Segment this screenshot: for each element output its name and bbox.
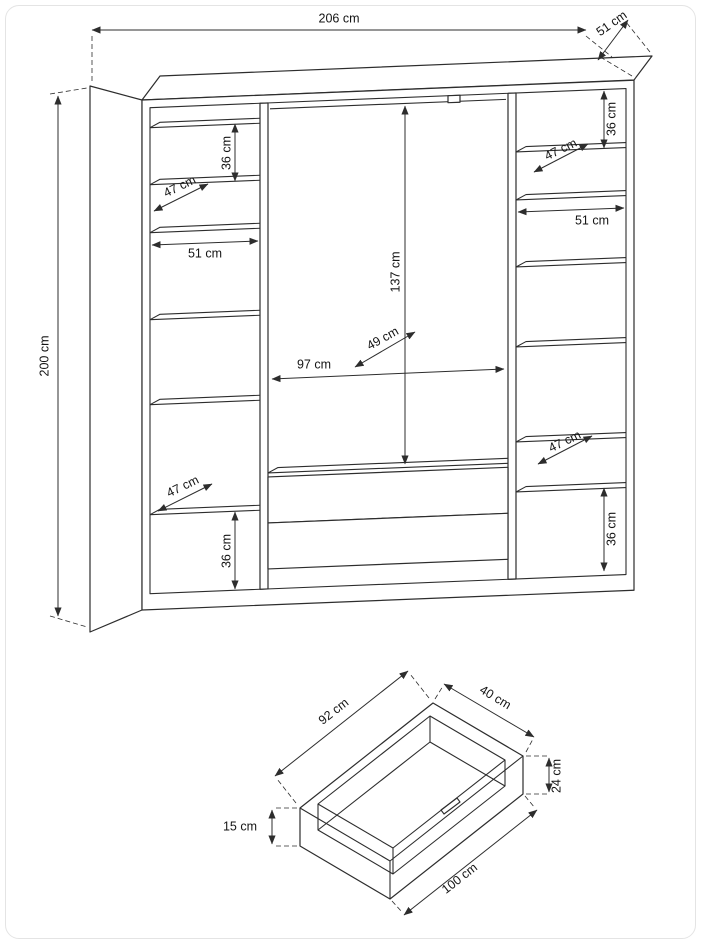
divider-left (259, 102, 269, 590)
dim-label-drawer-front-height: 15 cm (223, 819, 257, 833)
wardrobe-dimensions: 206 cm 51 cm 200 cm 36 cm 47 cm (37, 8, 651, 628)
shelf (515, 337, 626, 348)
dim-label-right-top-height: 36 cm (604, 102, 618, 136)
dim-label-overall-depth: 51 cm (594, 8, 630, 39)
dim-overall-height: 200 cm (37, 87, 88, 628)
left-shelves (149, 117, 260, 516)
shelf (267, 457, 508, 474)
wardrobe-inner-frame (149, 88, 627, 595)
shelf (515, 482, 626, 493)
wardrobe-side-face (89, 85, 143, 633)
hanging-rail (270, 98, 506, 110)
dim-left-width: 51 cm (151, 237, 259, 260)
shelf (149, 222, 260, 234)
shelf (149, 117, 260, 129)
center-section (267, 94, 509, 570)
dim-left-top-height: 36 cm (219, 123, 239, 182)
dim-label-drawer-outer-length: 100 cm (439, 860, 480, 896)
dim-label-overall-height: 200 cm (37, 336, 51, 377)
dim-right-bottom-height: 36 cm (600, 487, 618, 572)
dim-label-drawer-back-height: 24 cm (549, 759, 563, 793)
dim-label-right-width: 51 cm (575, 213, 609, 227)
dim-label-left-width: 51 cm (188, 246, 222, 260)
divider-right (507, 92, 517, 580)
shelf (515, 190, 626, 201)
dim-label-drawer-inner-length: 92 cm (316, 695, 351, 727)
shelf (149, 309, 260, 321)
dim-left-bottom-height: 36 cm (219, 511, 239, 590)
dim-center-width: 97 cm (271, 357, 505, 383)
drawer-front-lower (267, 512, 509, 570)
dim-label-overall-width: 206 cm (319, 11, 360, 25)
shelf (149, 394, 260, 406)
dim-center-height: 137 cm (388, 105, 409, 465)
dim-label-left-top-height: 36 cm (219, 136, 233, 170)
dim-label-left-bottom-height: 36 cm (219, 534, 233, 568)
drawer-figure (299, 702, 524, 900)
dim-label-center-height: 137 cm (388, 252, 402, 293)
rail-bracket (447, 94, 461, 104)
dim-label-right-bottom-height: 36 cm (604, 512, 618, 546)
shelf (515, 257, 626, 268)
dim-drawer-front-height: 15 cm (223, 807, 297, 847)
dim-right-width: 51 cm (517, 204, 625, 227)
dim-drawer-back-height: 24 cm (526, 755, 563, 795)
wardrobe-front (141, 79, 635, 611)
dim-label-drawer-depth: 40 cm (477, 683, 513, 713)
drawer-outer-body (299, 702, 524, 900)
dim-right-top-height: 36 cm (600, 90, 618, 149)
dim-label-center-width: 97 cm (297, 357, 331, 371)
